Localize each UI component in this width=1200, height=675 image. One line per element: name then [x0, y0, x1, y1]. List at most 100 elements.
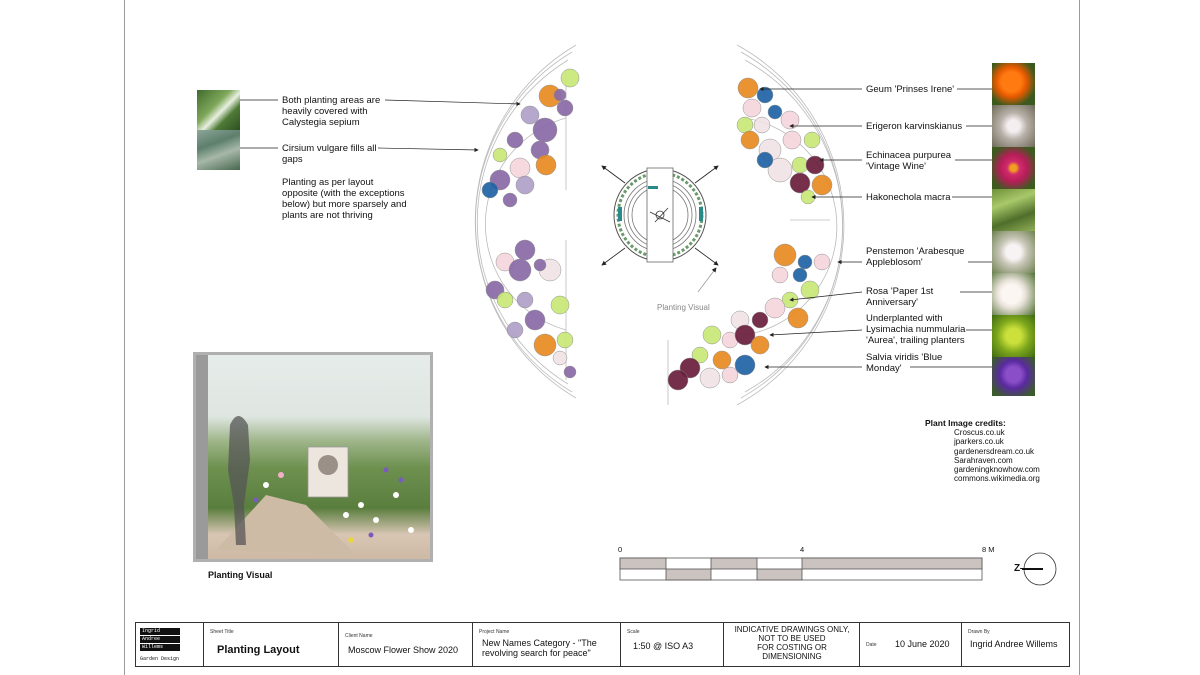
erigeron-photo: [992, 105, 1035, 147]
tb-disclaimer-cell: INDICATIVE DRAWINGS ONLY, NOT TO BE USED…: [724, 623, 860, 666]
scale-label-8m: 8 M: [982, 545, 995, 554]
callout-erigeron: Erigeron karvinskianus: [866, 121, 963, 132]
calystegia-photo: [197, 90, 240, 130]
tb-project-cell: Project Name New Names Category - "The r…: [473, 623, 621, 666]
left-bed-outline: [474, 44, 577, 399]
credit-source: Croscus.co.uk: [954, 428, 1005, 438]
right-plant-photo-strip: [992, 63, 1035, 396]
tb-drawn-cell: Drawn By Ingrid Andree Willems: [962, 623, 1071, 666]
right-leaders: [759, 86, 992, 370]
geum-plant: [773, 243, 797, 267]
date-label: Date: [866, 642, 877, 648]
lavender-plant: [516, 291, 534, 309]
hakonechloa-plant: [691, 346, 709, 364]
hakonechloa-plant: [556, 331, 574, 349]
geum-plant: [712, 350, 732, 370]
planting-visual-plan-label: Planting Visual: [657, 303, 710, 312]
salvia-plant: [756, 151, 774, 169]
penstemon-plant: [552, 350, 568, 366]
echinacea-photo: [992, 147, 1035, 189]
erigeron-plant: [742, 98, 762, 118]
erigeron-plant: [764, 297, 786, 319]
disclaimer: INDICATIVE DRAWINGS ONLY, NOT TO BE USED…: [734, 625, 850, 661]
purple_haze-plant: [563, 365, 577, 379]
callout-calystegia: Both planting areas are heavily covered …: [282, 95, 381, 128]
salvia-plant: [797, 254, 813, 270]
cirsium-photo: [197, 130, 240, 170]
sheet-title-label: Sheet Title: [210, 629, 234, 635]
credit-source: jparkers.co.uk: [954, 437, 1004, 447]
credits-heading: Plant Image credits:: [925, 418, 1006, 428]
north-arrow-glyph: Z—: [1014, 563, 1031, 574]
tb-sheet-title-cell: Sheet Title Planting Layout: [204, 623, 339, 666]
callout-salvia: Salvia viridis 'Blue Monday': [866, 352, 943, 374]
tb-date-cell: Date 10 June 2020: [860, 623, 962, 666]
echinacea-plant: [734, 324, 756, 346]
geum-plant: [533, 333, 557, 357]
project-label: Project Name: [479, 629, 510, 635]
purple_haze-plant: [532, 117, 558, 143]
penstemon-plant: [767, 157, 793, 183]
callout-penstemon: Penstemon 'Arabesque Appleblosom': [866, 246, 965, 268]
hakonechloa-plant: [496, 291, 514, 309]
client-label: Client Name: [345, 633, 373, 639]
lavender-plant: [506, 321, 524, 339]
planting-visual-caption: Planting Visual: [208, 570, 273, 580]
scale-bar: [619, 557, 983, 581]
credit-source: gardeningknowhow.com: [954, 465, 1040, 475]
hakonechloa-plant: [791, 156, 809, 174]
purple_haze-plant: [533, 258, 547, 272]
erigeron-plant: [780, 110, 800, 130]
credit-source: gardenersdream.co.uk: [954, 446, 1035, 456]
hakonechloa-plant: [560, 68, 580, 88]
hakonechloa-plant: [550, 295, 570, 315]
purple_haze-plant: [524, 309, 546, 331]
drawn-by: Ingrid Andree Willems: [970, 639, 1058, 649]
image-credits: Plant Image credits: Croscus.co.uk jpark…: [925, 418, 1040, 484]
scale-label: Scale: [627, 629, 640, 635]
planting-visual-render: [193, 352, 433, 562]
hakonechloa-plant: [736, 116, 754, 134]
hakonechloa-plant: [800, 280, 820, 300]
erigeron-plant: [771, 266, 789, 284]
callout-echinacea: Echinacea purpurea 'Vintage Wine': [866, 150, 952, 172]
rosa-photo: [992, 273, 1035, 315]
lavender-plant: [515, 175, 535, 195]
central-pavilion: [613, 167, 707, 263]
callout-lysimachia: Underplanted with Lysimachia nummularia …: [866, 313, 966, 346]
salvia-plant: [481, 181, 499, 199]
purple_haze-plant: [553, 88, 567, 102]
erigeron-plant: [782, 130, 802, 150]
purple_haze-plant: [556, 99, 574, 117]
left-plant-photo-strip: [197, 90, 240, 170]
scale-label-0: 0: [618, 545, 623, 554]
callout-rosa: Rosa 'Paper 1st Anniversary': [866, 286, 934, 308]
hakonechloa-photo: [992, 189, 1035, 231]
erigeron-plant: [721, 366, 739, 384]
callout-geum: Geum 'Prinses Irene': [866, 84, 955, 95]
geum-photo: [992, 63, 1035, 105]
planting-visual-scene: [196, 355, 414, 559]
credit-source: commons.wikimedia.org: [954, 474, 1040, 484]
penstemon-plant: [753, 116, 771, 134]
company-logo-sub: Garden Design: [140, 656, 180, 662]
hakonechloa-plant: [702, 325, 722, 345]
echinacea-plant: [789, 172, 811, 194]
penstemon-photo: [992, 231, 1035, 273]
right-bed-plants: [667, 77, 833, 391]
purple_haze-plant: [514, 239, 536, 261]
geum-plant: [750, 335, 770, 355]
geum-plant: [811, 174, 833, 196]
left-leaders: [240, 99, 521, 153]
credit-source: Sarahraven.com: [954, 455, 1013, 465]
direction-arrows: [601, 165, 719, 293]
title-block: Ingrid Andree Willems Garden Design Shee…: [135, 622, 1070, 667]
tb-logo-cell: Ingrid Andree Willems Garden Design: [136, 623, 204, 666]
callout-cirsium: Cirsium vulgare fills all gaps: [282, 143, 377, 165]
purple_haze-plant: [508, 258, 532, 282]
tb-scale-cell: Scale 1:50 @ ISO A3: [621, 623, 724, 666]
company-logo: Ingrid Andree Willems: [140, 628, 180, 652]
erigeron-plant: [813, 253, 831, 271]
tb-client-cell: Client Name Moscow Flower Show 2020: [339, 623, 473, 666]
